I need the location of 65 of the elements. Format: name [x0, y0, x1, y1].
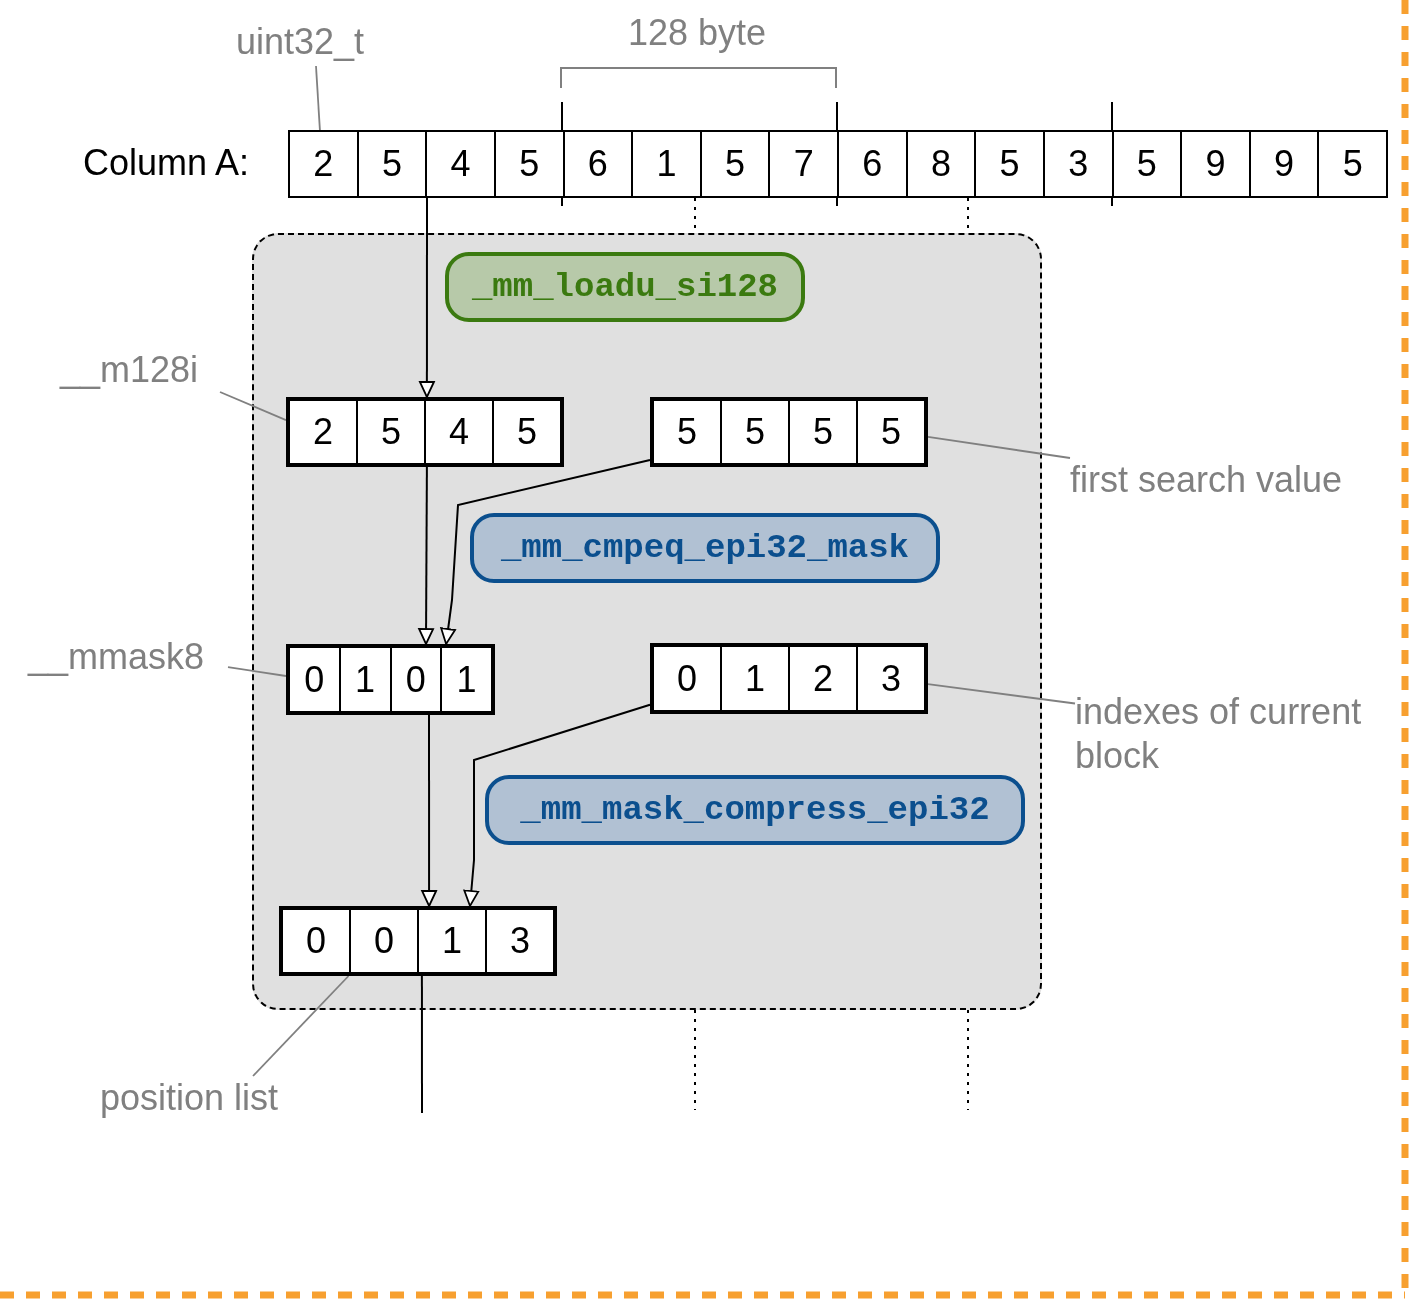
leader-line: [927, 683, 1076, 705]
arrow: [419, 197, 435, 398]
array-cell: 5: [356, 132, 426, 196]
array-cell-text: 0: [303, 657, 326, 702]
annotation-text: first search value: [1070, 458, 1390, 502]
register-box: [650, 643, 928, 714]
array-cell: 5: [356, 401, 424, 463]
function-label: _mm_cmpeq_epi32_mask: [470, 513, 940, 583]
array-cell: 4: [424, 401, 492, 463]
array-cell: 5: [493, 132, 563, 196]
array-cell: 5: [974, 132, 1043, 196]
array-cell: 7: [768, 132, 837, 196]
arrow: [463, 703, 651, 907]
arrow: [421, 714, 437, 907]
register-box: [286, 644, 495, 715]
array-cell: 5: [492, 401, 560, 463]
array-cell: 5: [720, 401, 788, 463]
array-cell: 1: [720, 647, 788, 710]
array-cell: 1: [631, 132, 700, 196]
array-cell: 4: [425, 132, 494, 196]
leader-line: [252, 975, 350, 1077]
column-array: [288, 130, 1388, 198]
array-cell: 0: [389, 648, 441, 711]
register-box: [286, 397, 564, 467]
array-cell: 6: [837, 132, 906, 196]
annotation-text: __mmask8: [28, 635, 228, 679]
array-cell: 5: [1317, 132, 1386, 196]
array-cell: 5: [1111, 132, 1181, 196]
leader-line: [219, 391, 287, 421]
annotation-text: position list: [100, 1076, 325, 1120]
array-cell: 5: [856, 401, 924, 463]
array-cell-text: 2: [312, 142, 335, 186]
processing-region: [252, 233, 1042, 1010]
array-cell-text: 5: [676, 410, 698, 454]
array-cell: 6: [562, 132, 632, 196]
arrow: [440, 459, 651, 645]
array-cell: 3: [856, 647, 924, 710]
arrow: [418, 466, 434, 645]
leader-line: [227, 666, 287, 677]
array-cell: 1: [417, 910, 485, 972]
annotation-text: __m128i: [60, 348, 220, 392]
array-cell-text: 0: [305, 919, 327, 963]
array-cell: 1: [440, 648, 491, 711]
row-label: Column A:: [83, 142, 250, 184]
array-cell: 9: [1180, 132, 1249, 196]
function-label: _mm_loadu_si128: [445, 252, 805, 322]
array-cell: 5: [699, 132, 769, 196]
array-cell: 5: [788, 401, 856, 463]
array-cell-text: 2: [312, 410, 334, 454]
array-cell: 3: [485, 910, 553, 972]
function-label: _mm_mask_compress_epi32: [485, 775, 1025, 845]
leader-line: [315, 65, 321, 131]
array-cell-text: 0: [676, 656, 698, 701]
array-cell: 3: [1042, 132, 1112, 196]
dimension-label: 128 byte: [628, 12, 767, 54]
leader-line: [927, 436, 1071, 459]
register-box: [650, 397, 928, 467]
register-box: [279, 906, 557, 976]
annotation-text: uint32_t: [236, 20, 396, 66]
array-cell: 0: [349, 910, 417, 972]
array-cell: 9: [1248, 132, 1318, 196]
array-cell: 8: [905, 132, 975, 196]
array-cell: 2: [788, 647, 856, 710]
annotation-text: indexes of current block: [1075, 690, 1405, 780]
array-cell: 1: [338, 648, 390, 711]
